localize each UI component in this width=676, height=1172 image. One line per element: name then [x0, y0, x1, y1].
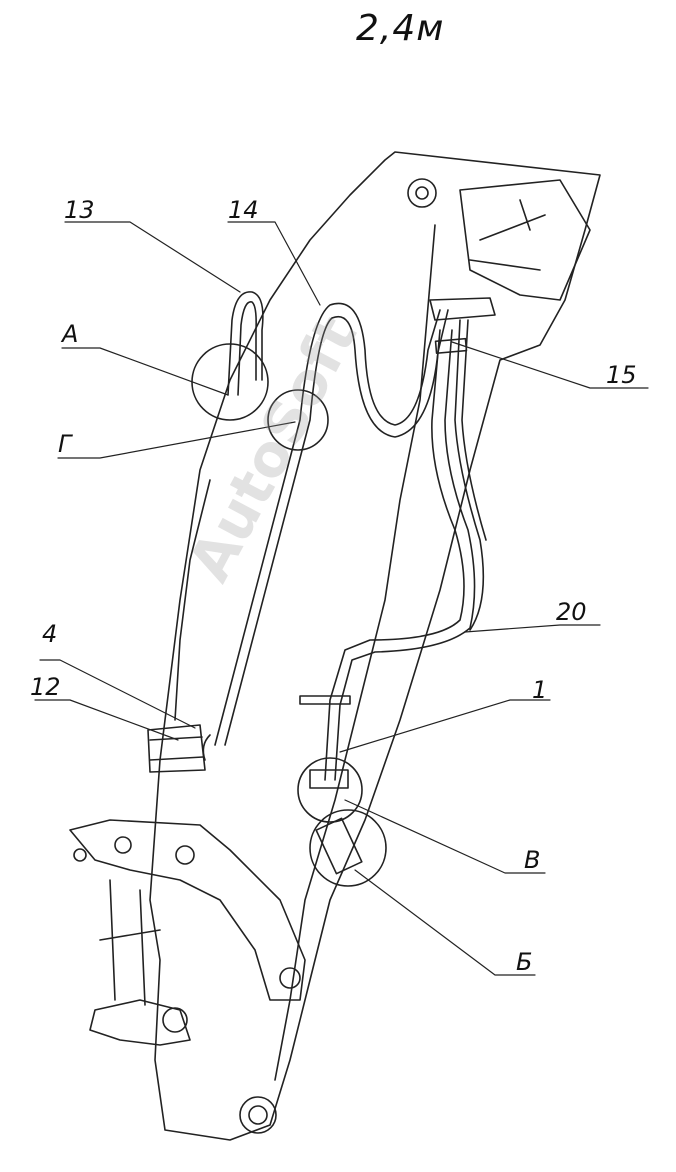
callout-20: 20	[556, 598, 587, 626]
callout-G: Г	[58, 430, 72, 458]
leader-13	[64, 221, 241, 293]
leader-12	[34, 699, 179, 741]
boom-panel	[459, 179, 591, 301]
top-pivot	[407, 178, 437, 208]
leader-15	[451, 341, 649, 389]
boom-inner-edge	[274, 224, 436, 1081]
top-bracket	[429, 297, 496, 321]
callout-A: А	[62, 320, 79, 348]
callout-13: 13	[64, 196, 95, 224]
leader-V	[344, 799, 546, 874]
hose-20-b	[454, 319, 485, 631]
lower-pivot-1	[162, 1007, 188, 1033]
bottom-pivot	[239, 1096, 277, 1134]
detail-circle-V	[297, 757, 363, 823]
lower-pivot-2	[279, 967, 301, 989]
callout-15: 15	[606, 361, 637, 389]
leader-1	[339, 699, 551, 753]
callout-B: Б	[516, 948, 533, 976]
hose-14	[214, 302, 441, 746]
drawing-title: 2,4м	[356, 8, 445, 49]
boom-inner-edge-2	[174, 479, 211, 721]
lower-linkage	[69, 819, 306, 1001]
callout-V: В	[524, 846, 541, 874]
detail-circle-G	[267, 389, 329, 451]
leader-B	[354, 869, 536, 976]
fitting-15	[434, 337, 468, 354]
leader-G	[57, 421, 296, 459]
callout-1: 1	[532, 676, 548, 704]
leader-20	[464, 624, 601, 633]
callout-4: 4	[42, 620, 58, 648]
cylinder-head	[147, 724, 206, 773]
hose-20-a	[324, 329, 465, 781]
leader-A	[61, 347, 229, 396]
callout-14: 14	[228, 196, 259, 224]
hose-13	[227, 291, 264, 396]
boom-panel-lines	[469, 199, 546, 271]
fitting-v	[309, 769, 349, 789]
detail-circle-B	[309, 809, 387, 887]
leader-14	[227, 221, 321, 306]
quick-coupler	[315, 817, 363, 875]
leader-4	[39, 659, 196, 729]
callout-12: 12	[30, 673, 61, 701]
boom-outline	[149, 151, 601, 1141]
